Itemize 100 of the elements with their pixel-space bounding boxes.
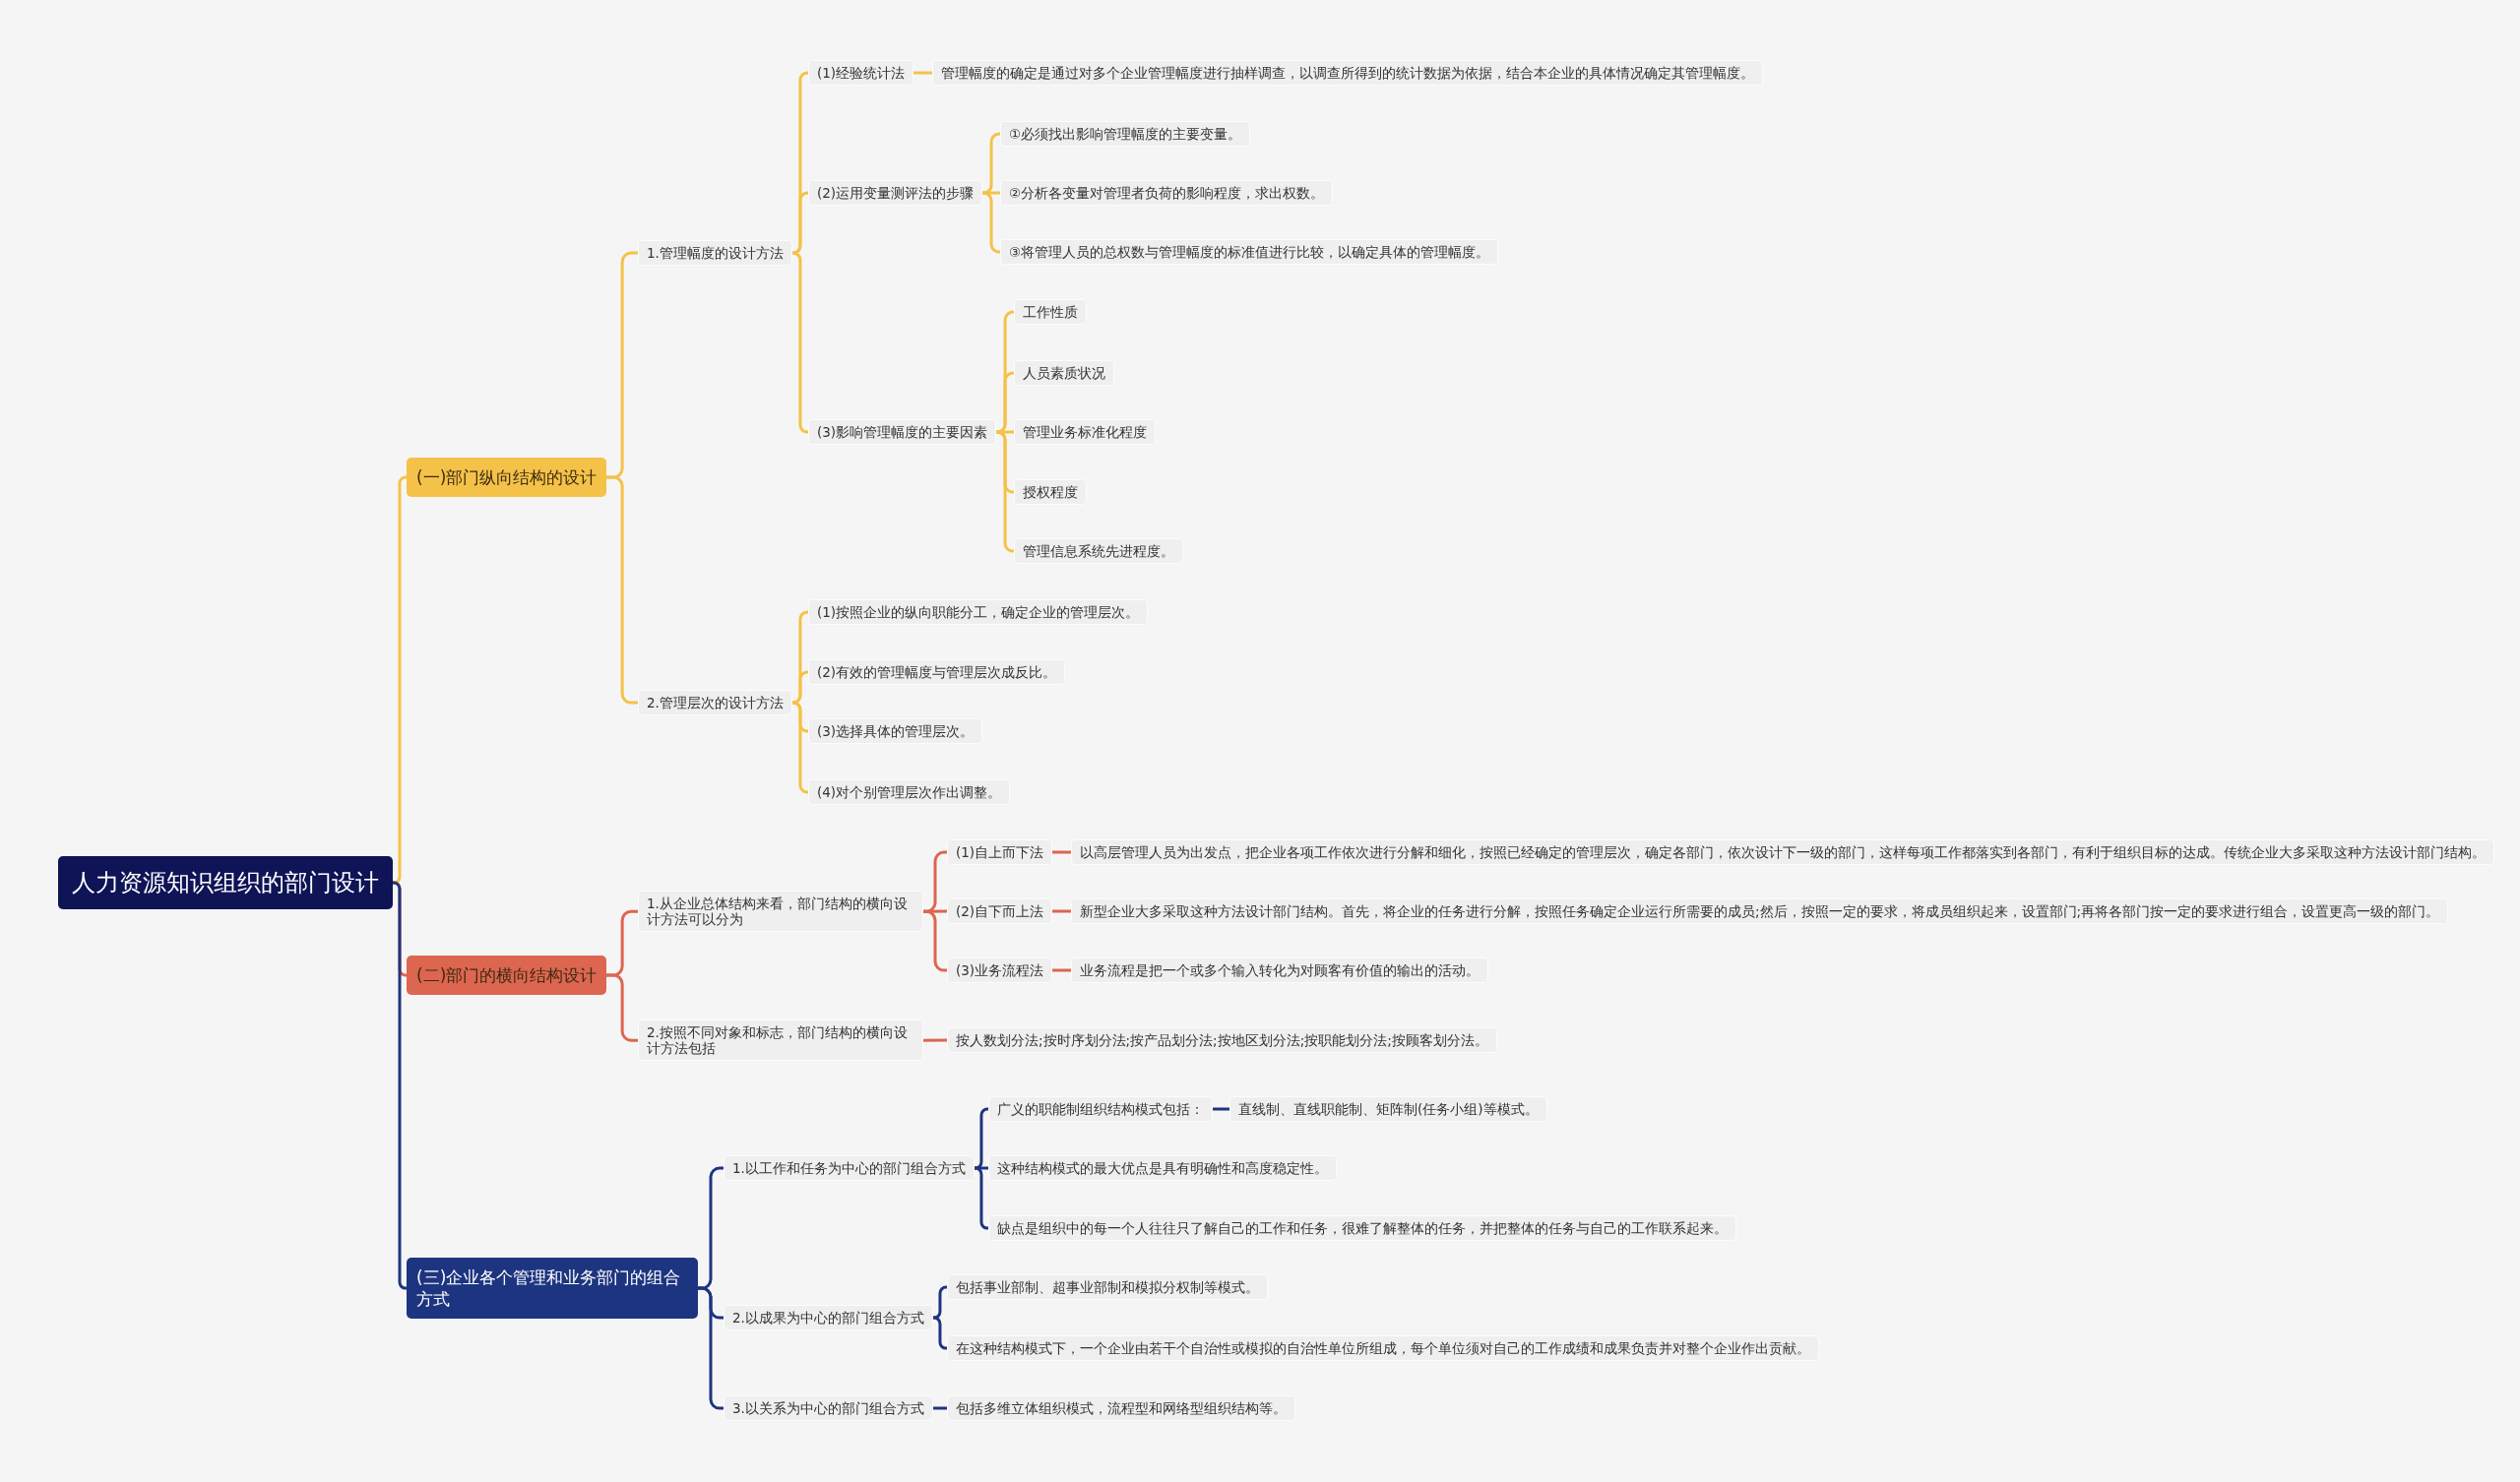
topic-text: 包括事业部制、超事业部制和模拟分权制等模式。 — [956, 1279, 1259, 1296]
connector-line — [1050, 968, 1073, 972]
topic-text: ③将管理人员的总权数与管理幅度的标准值进行比较，以确定具体的管理幅度。 — [1009, 244, 1490, 261]
topic-text: 管理信息系统先进程度。 — [1023, 543, 1174, 560]
root-topic-box — [58, 856, 393, 909]
topic-text: (2)有效的管理幅度与管理层次成反比。 — [817, 664, 1057, 681]
topic-box — [988, 1215, 1736, 1242]
connector-line — [921, 1038, 949, 1042]
topic-box — [1000, 121, 1251, 148]
topic-box — [1071, 839, 2494, 866]
topic-text: 授权程度 — [1023, 484, 1078, 501]
topic-box — [808, 599, 1149, 626]
connector-line — [1050, 909, 1073, 913]
topic-box — [724, 1305, 933, 1331]
connector-line — [391, 881, 409, 1290]
topic-text: 1.从企业总体结构来看，部门结构的横向设计方法可以分为 — [647, 895, 909, 928]
topic-text: (1)自上而下法 — [956, 844, 1044, 861]
topic-box — [1000, 180, 1334, 207]
topic-box — [638, 690, 792, 716]
topic-box — [1014, 360, 1114, 387]
topic-text: (3)影响管理幅度的主要因素 — [817, 424, 988, 441]
topic-text: 直线制、直线职能制、矩阵制(任务小组)等模式。 — [1238, 1101, 1539, 1118]
branch-topic-box — [407, 1258, 698, 1320]
connector-line — [931, 1316, 949, 1350]
topic-box — [932, 60, 1763, 87]
topic-box — [808, 60, 914, 87]
topic-text: 包括多维立体组织模式，流程型和网络型组织结构等。 — [956, 1400, 1287, 1417]
connector-line — [1050, 850, 1073, 854]
topic-box — [1000, 239, 1499, 266]
branch-topic-box — [407, 458, 607, 498]
topic-text: (1)按照企业的纵向职能分工，确定企业的管理层次。 — [817, 604, 1140, 621]
topic-text: 管理幅度的确定是通过对多个企业管理幅度进行抽样调查，以调查所得到的统计数据为依据，结合本企业的具体情况确定其管理幅度。 — [941, 65, 1754, 82]
topic-text: 在这种结构模式下，一个企业由若干个自治性或模拟的自治性单位所组成，每个单位须对自己的工作成绩和成果负责并对整个企业作出贡献。 — [956, 1340, 1810, 1357]
topic-text: 以高层管理人员为出发点，把企业各项工作依次进行分解和细化，按照已经确定的管理层次，确定各部门，依次设计下一级的部门，这样每项工作都落实到各部门，有利于组织目标的达成。传统企业大多采取这种方法设计部门结构。 — [1080, 844, 2486, 861]
topic-box — [947, 957, 1053, 984]
connector-line — [921, 909, 949, 972]
topic-text: 管理业务标准化程度 — [1023, 424, 1147, 441]
topic-box — [947, 839, 1053, 866]
topic-box — [947, 898, 1053, 925]
topic-text: 新型企业大多采取这种方法设计部门结构。首先，将企业的任务进行分解，按照任务确定企业运行所需要的成员;然后，按照一定的要求，将成员组织起来，设置部门;再将各部门按一定的要求进行组合，设置更高一级的部门。 — [1080, 903, 2440, 920]
topic-box — [1014, 419, 1156, 446]
topic-box — [988, 1155, 1337, 1182]
topic-box — [947, 1027, 1497, 1054]
topic-text: 2.按照不同对象和标志，部门结构的横向设计方法包括 — [647, 1024, 909, 1057]
connector-line — [931, 1285, 949, 1320]
topic-text: 1.以工作和任务为中心的部门组合方式 — [732, 1160, 966, 1177]
topic-text: (3)选择具体的管理层次。 — [817, 723, 975, 740]
connector-line — [994, 430, 1016, 553]
connector-line — [790, 701, 810, 794]
topic-box — [808, 718, 983, 745]
topic-text: (2)运用变量测评法的步骤 — [817, 185, 975, 202]
topic-text: (二)部门的横向结构设计 — [416, 964, 598, 987]
topic-box — [638, 891, 923, 933]
topic-text: 业务流程是把一个或多个输入转化为对顾客有价值的输出的活动。 — [1080, 962, 1480, 979]
topic-text: 人员素质状况 — [1023, 365, 1105, 382]
topic-text: 2.以成果为中心的部门组合方式 — [732, 1310, 924, 1327]
topic-box — [988, 1096, 1213, 1123]
connector-line — [980, 191, 1002, 254]
connector-line — [912, 71, 934, 75]
connector-line — [931, 1406, 949, 1410]
topic-box — [808, 779, 1011, 806]
connector-line — [696, 1286, 725, 1410]
topic-box — [808, 419, 997, 446]
topic-box — [808, 180, 983, 207]
topic-text: (4)对个别管理层次作出调整。 — [817, 784, 1002, 801]
topic-text: 这种结构模式的最大优点是具有明确性和高度稳定性。 — [997, 1160, 1328, 1177]
topic-text: ①必须找出影响管理幅度的主要变量。 — [1009, 126, 1242, 143]
topic-text: 按人数划分法;按时序划分法;按产品划分法;按地区划分法;按职能划分法;按顾客划分法。 — [956, 1032, 1488, 1049]
topic-box — [1014, 538, 1183, 565]
topic-text: (三)企业各个管理和业务部门的组合方式 — [416, 1266, 682, 1311]
topic-box — [1071, 898, 2449, 925]
topic-box — [808, 659, 1066, 686]
topic-box — [1014, 299, 1087, 326]
connector-line — [790, 191, 810, 255]
topic-text: 2.管理层次的设计方法 — [647, 695, 784, 711]
topic-box — [1071, 957, 1488, 984]
branch-topic-box — [407, 956, 607, 996]
connector-line — [1211, 1107, 1231, 1111]
connector-line — [790, 670, 810, 705]
topic-text: (一)部门纵向结构的设计 — [416, 466, 598, 489]
topic-text: 缺点是组织中的每一个人往往只了解自己的工作和任务，很难了解整体的任务，并把整体的任务与自己的工作联系起来。 — [997, 1220, 1728, 1237]
topic-box — [1014, 479, 1087, 506]
topic-box — [724, 1155, 975, 1182]
topic-box — [638, 1019, 923, 1062]
topic-text: 广义的职能制组织结构模式包括： — [997, 1101, 1204, 1118]
topic-text: 3.以关系为中心的部门组合方式 — [732, 1400, 924, 1417]
topic-box — [947, 1335, 1819, 1362]
topic-box — [947, 1395, 1295, 1422]
topic-text: (2)自下而上法 — [956, 903, 1044, 920]
topic-box — [724, 1395, 933, 1422]
topic-box — [638, 240, 792, 267]
topic-text: (3)业务流程法 — [956, 962, 1044, 979]
topic-text: 人力资源知识组织的部门设计 — [72, 868, 379, 897]
connector-line — [790, 251, 810, 434]
topic-text: ②分析各变量对管理者负荷的影响程度，求出权数。 — [1009, 185, 1325, 202]
topic-text: (1)经验统计法 — [817, 65, 906, 82]
topic-box — [947, 1274, 1268, 1301]
connector-line — [973, 1107, 990, 1170]
topic-box — [1229, 1096, 1547, 1123]
connector-line — [391, 475, 409, 885]
